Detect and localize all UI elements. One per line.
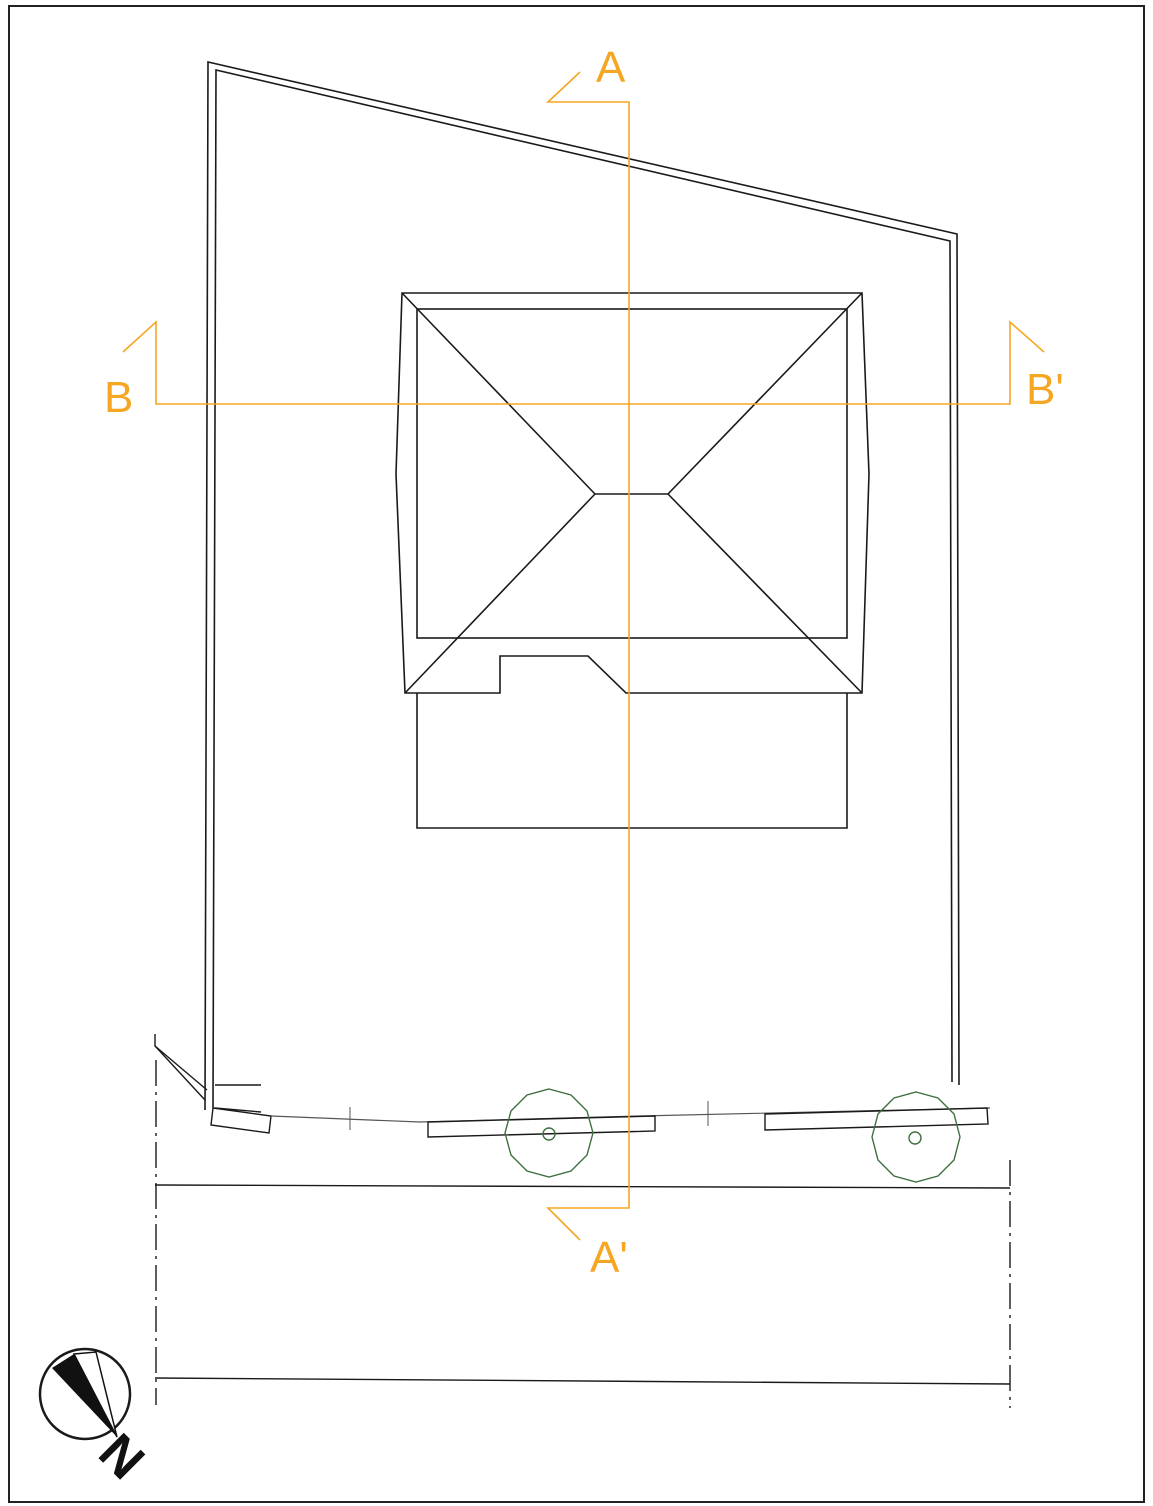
section-line-b xyxy=(122,320,1045,405)
front-step xyxy=(210,1107,272,1134)
section-line-a xyxy=(545,71,630,1241)
section-marker-a-prime: A' xyxy=(590,1233,628,1282)
front-edge xyxy=(154,1034,991,1138)
road xyxy=(154,1060,1011,1408)
north-arrow-icon: N xyxy=(38,1347,155,1491)
roof-inner-outline xyxy=(416,308,848,639)
tree-icon xyxy=(504,1088,594,1178)
section-marker-b: B xyxy=(104,373,133,422)
planter-right xyxy=(764,1107,989,1131)
section-marker-a: A xyxy=(596,43,626,92)
roof-outline xyxy=(395,292,870,694)
building-annex xyxy=(416,693,848,829)
site-boundary xyxy=(204,60,960,1111)
building-roof xyxy=(395,292,870,694)
section-marker-b-prime: B' xyxy=(1026,365,1064,414)
drawing-frame xyxy=(8,5,1145,1503)
tree-icon xyxy=(871,1091,961,1183)
planter-left xyxy=(427,1115,656,1138)
